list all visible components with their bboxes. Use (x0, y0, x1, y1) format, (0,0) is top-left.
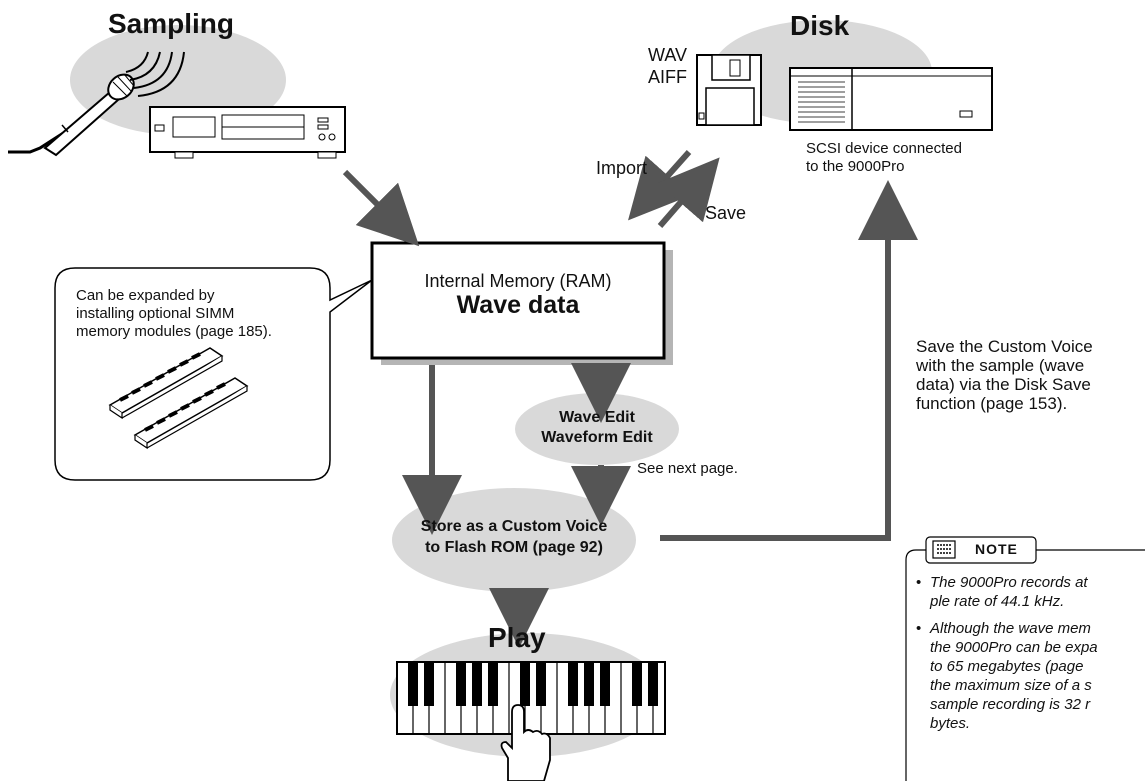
simm-module-icon (108, 347, 249, 450)
waveform-edit-label: Waveform Edit (541, 429, 653, 446)
expand-callout-bubble (54, 267, 373, 481)
store-line2: to Flash ROM (page 92) (425, 539, 603, 556)
note-item-2-line4: the maximum size of a s (930, 677, 1092, 694)
recorder-device-icon (149, 106, 346, 159)
see-next-page-label: See next page. (637, 460, 738, 477)
note-item-2-line1: Although the wave mem (930, 620, 1091, 637)
note-item-1-line2: ple rate of 44.1 kHz. (930, 593, 1065, 610)
wave-edit-ellipse (515, 393, 679, 465)
memory-box-text: Internal Memory (RAM) Wave data (372, 271, 664, 319)
wave-edit-text: Wave Edit Waveform Edit (510, 408, 684, 448)
scsi-caption-line2: to the 9000Pro (806, 158, 905, 175)
expand-callout-line3: memory modules (page 185). (76, 323, 272, 340)
note-item-2: Although the wave mem the 9000Pro can be… (916, 619, 1145, 733)
expand-callout-line2: installing optional SIMM (76, 305, 235, 322)
memory-label: Internal Memory (RAM) (424, 271, 612, 291)
scsi-drive-icon (789, 67, 993, 131)
disk-title: Disk (790, 10, 850, 41)
play-title: Play (488, 622, 546, 653)
scsi-caption-line1: SCSI device connected (806, 140, 962, 157)
note-box-border (905, 549, 1145, 781)
piano-keyboard-icon (396, 661, 666, 735)
sampling-title: Sampling (108, 8, 235, 39)
note-list: The 9000Pro records at ple rate of 44.1 … (916, 573, 1145, 741)
expand-callout-text: Can be expanded by installing optional S… (76, 287, 272, 341)
note-item-1: The 9000Pro records at ple rate of 44.1 … (916, 573, 1145, 611)
disk-save-text: Save the Custom Voice with the sample (w… (916, 337, 1093, 413)
wave-edit-label: Wave Edit (559, 409, 635, 426)
disk-format-aiff: AIFF (648, 67, 687, 87)
note-item-2-line2: the 9000Pro can be expa (930, 639, 1098, 656)
store-text: Store as a Custom Voice to Flash ROM (pa… (382, 516, 646, 558)
store-line1: Store as a Custom Voice (420, 518, 608, 535)
scsi-caption: SCSI device connected to the 9000Pro (806, 140, 962, 176)
wave-data-label: Wave data (456, 291, 580, 319)
note-item-2-line6: bytes. (930, 715, 971, 732)
flow-arrows (342, 150, 918, 648)
note-label: NOTE (975, 541, 1018, 557)
disk-save-line4: function (page 153). (916, 394, 1068, 413)
note-item-1-line1: The 9000Pro records at (930, 574, 1088, 591)
disk-save-line2: with the sample (wave (916, 356, 1085, 375)
save-label: Save (705, 203, 747, 223)
finger-pointer-icon (500, 704, 551, 781)
note-item-2-line5: sample recording is 32 r (930, 696, 1091, 713)
disk-format-wav: WAV (648, 45, 687, 65)
disk-save-line3: data) via the Disk Save (916, 375, 1091, 394)
memory-box (370, 241, 666, 360)
sound-waves-icon (125, 51, 185, 97)
microphone-icon (8, 73, 135, 157)
note-item-2-line3: to 65 megabytes (page (930, 658, 1084, 675)
disk-save-line1: Save the Custom Voice (916, 337, 1093, 356)
import-label: Import (596, 158, 648, 178)
expand-callout-line1: Can be expanded by (76, 287, 215, 304)
floppy-disk-icon (696, 54, 762, 126)
note-icon (932, 540, 956, 559)
